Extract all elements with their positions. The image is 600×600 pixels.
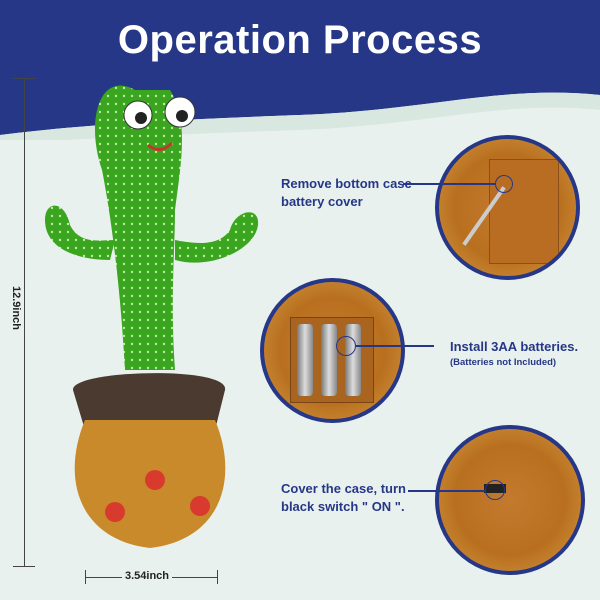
width-label: 3.54inch [122, 570, 173, 582]
step-3-line-1: Cover the case, turn [281, 481, 406, 496]
step-3-caption: Cover the case, turn black switch " ON "… [281, 480, 406, 516]
step-2-leader-line [356, 345, 434, 347]
height-dimension-line [24, 78, 25, 566]
step-1-line-1: Remove bottom case [281, 176, 412, 191]
cactus-toy-image [45, 85, 259, 548]
step-2-image-circle [260, 278, 405, 423]
battery-compartment [290, 317, 374, 403]
battery-2 [321, 324, 337, 396]
step-2-line-1: Install 3AA batteries. [450, 339, 579, 354]
step-2-focus-ring [336, 336, 356, 356]
step-3-image-circle [435, 425, 585, 575]
height-label: 12.9inch [8, 283, 25, 333]
step-3-line-2: black switch " ON ". [281, 499, 405, 514]
height-tick-bottom [13, 566, 35, 567]
step-1-line-2: battery cover [281, 194, 363, 209]
step-3-focus-ring [485, 480, 505, 500]
step-1-caption: Remove bottom case battery cover [281, 175, 412, 211]
page-title: Operation Process [117, 18, 483, 62]
height-tick-top [13, 78, 35, 79]
step-1-focus-ring [495, 175, 513, 193]
step-1-leader-line [403, 183, 495, 185]
step-1-image-circle [435, 135, 580, 280]
battery-1 [297, 324, 313, 396]
width-tick-left [85, 570, 86, 584]
width-tick-right [217, 570, 218, 584]
step-3-leader-line [408, 490, 485, 492]
step-2-caption: Install 3AA batteries. (Batteries not In… [450, 338, 578, 370]
battery-3 [345, 324, 361, 396]
step-2-note: (Batteries not Included) [450, 357, 557, 368]
